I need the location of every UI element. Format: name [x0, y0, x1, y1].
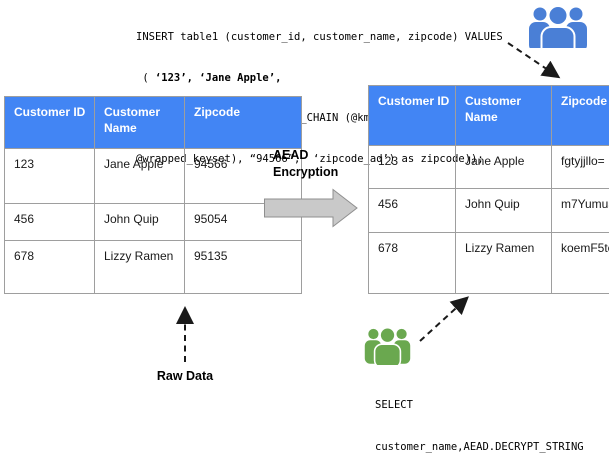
column-header: Zipcode	[551, 85, 609, 146]
cell-encrypted-zipcode: m7Yumuawqry	[551, 188, 609, 233]
cell-customer-name: Jane Apple	[455, 145, 552, 189]
column-header: Customer ID	[4, 96, 95, 149]
column-header: Zipcode	[184, 96, 302, 149]
cell-customer-name: John Quip	[94, 203, 185, 241]
users-group-icon	[364, 326, 411, 365]
cell-zipcode: 95135	[184, 240, 302, 294]
column-header: Customer Name	[455, 85, 552, 146]
cell-zipcode: 94566	[184, 148, 302, 204]
cell-customer-id: 123	[4, 148, 95, 204]
select-flow-dashed-arrow	[419, 296, 469, 342]
cell-customer-id: 123	[368, 145, 456, 189]
insert-sql-text: (	[136, 71, 155, 84]
encryption-block-arrow	[264, 188, 358, 228]
cell-customer-name: Jane Apple	[94, 148, 185, 204]
select-sql-text: SELECT	[375, 399, 413, 411]
table-header-row: Customer ID Customer Name Zipcode	[4, 96, 302, 149]
table-row: 678 Lizzy Ramen koemF5ter=	[368, 232, 609, 294]
insert-flow-dashed-arrow	[507, 42, 561, 79]
select-sql-line: SELECT	[375, 398, 584, 412]
table-row: 456 John Quip 95054	[4, 203, 302, 241]
cell-encrypted-zipcode: fgtyjjllo=	[551, 145, 609, 189]
table-row: 123 Jane Apple fgtyjjllo=	[368, 145, 609, 189]
select-sql-line: customer_name,AEAD.DECRYPT_STRING	[375, 440, 584, 454]
column-header: Customer ID	[368, 85, 456, 146]
encrypted-data-table: Customer ID Customer Name Zipcode 123 Ja…	[368, 85, 609, 294]
cell-customer-id: 456	[368, 188, 456, 233]
table-header-row: Customer ID Customer Name Zipcode	[368, 85, 609, 146]
insert-sql-line: ( ‘123’, ‘Jane Apple’,	[136, 72, 503, 86]
cell-customer-name: Lizzy Ramen	[94, 240, 185, 294]
raw-data-label: Raw Data	[156, 369, 214, 383]
cell-customer-name: Lizzy Ramen	[455, 232, 552, 294]
table-row: 456 John Quip m7Yumuawqry	[368, 188, 609, 233]
select-sql-text: customer_name,AEAD.DECRYPT_STRING	[375, 441, 584, 453]
aead-encryption-label: AEAD Encryption	[273, 148, 339, 179]
raw-data-dashed-arrow	[176, 306, 194, 362]
table-row: 678 Lizzy Ramen 95135	[4, 240, 302, 294]
insert-sql-line: INSERT table1 (customer_id, customer_nam…	[136, 31, 503, 45]
insert-sql-text: INSERT table1 (customer_id, customer_nam…	[136, 31, 503, 43]
raw-data-table: Customer ID Customer Name Zipcode 123 Ja…	[4, 96, 302, 294]
table-row: 123 Jane Apple 94566	[4, 148, 302, 204]
cell-encrypted-zipcode: koemF5ter=	[551, 232, 609, 294]
users-group-icon	[529, 5, 587, 48]
cell-customer-id: 678	[368, 232, 456, 294]
select-sql-code: SELECT customer_name,AEAD.DECRYPT_STRING…	[375, 370, 584, 469]
cell-customer-id: 456	[4, 203, 95, 241]
cell-customer-name: John Quip	[455, 188, 552, 233]
column-header: Customer Name	[94, 96, 185, 149]
insert-sql-bold-values: ‘123’, ‘Jane Apple’,	[154, 71, 282, 84]
cell-customer-id: 678	[4, 240, 95, 294]
